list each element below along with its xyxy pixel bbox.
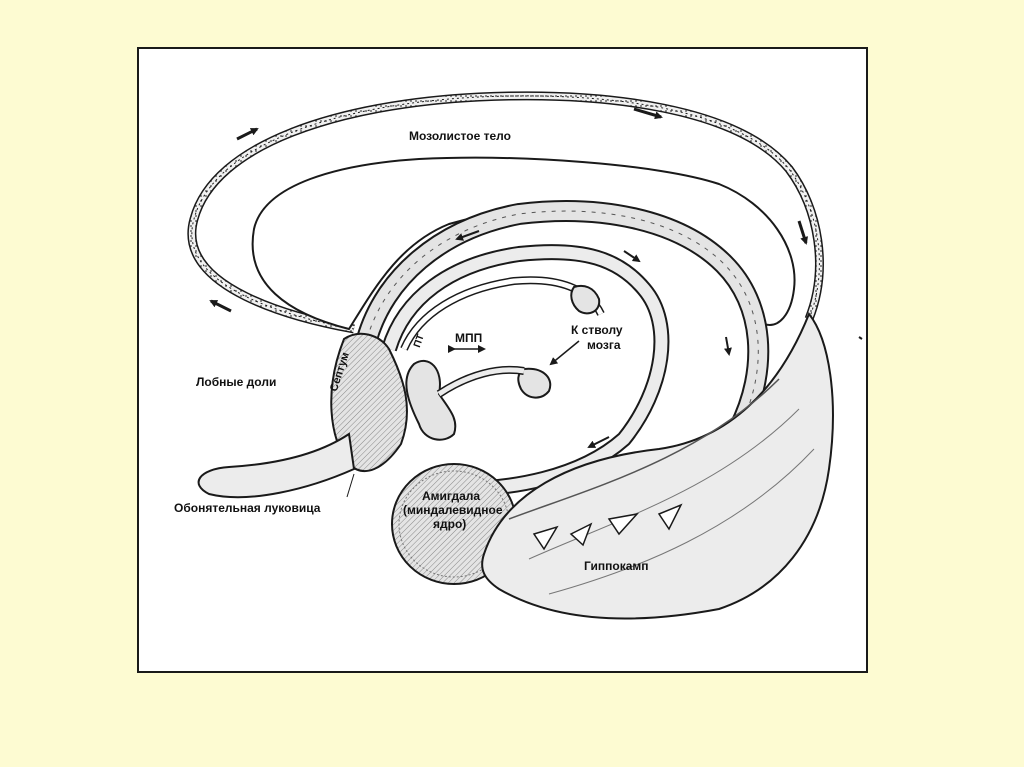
amygdala-label-line2: (миндалевидное: [403, 503, 503, 517]
brainstem-pointer: [549, 340, 580, 366]
brainstem-stub: [570, 284, 601, 315]
amygdala-label-line3: ядро): [433, 517, 467, 531]
to-brainstem-label-line2: мозга: [587, 338, 621, 352]
limbic-system-figure: Мозолистое тело Лобные доли Обонятельная…: [137, 47, 868, 673]
to-brainstem-label-line1: К стволу: [571, 323, 623, 337]
hippocampus-marker: [532, 525, 559, 551]
corner-marker: [858, 336, 863, 340]
flow-arrow: [623, 250, 641, 263]
hippocampus-marker: [657, 503, 683, 531]
olfactory-bulb-label: Обонятельная луковица: [174, 501, 321, 515]
olfactory-leader: [346, 473, 355, 498]
amygdala-label-line1: Амигдала: [422, 489, 481, 503]
hippocampus-marker: [569, 522, 593, 547]
hippocampus-label: Гиппокамп: [584, 559, 649, 573]
flow-arrow: [633, 107, 663, 120]
corpus-callosum-label: Мозолистое тело: [409, 129, 511, 143]
frontal-lobes-label: Лобные доли: [196, 375, 277, 389]
limbic-system-drawing: [187, 91, 863, 620]
mammillary-lobe: [405, 359, 457, 441]
hippocampus: [481, 312, 834, 620]
flow-arrow: [587, 436, 610, 448]
flow-arrow: [724, 336, 732, 356]
brainstem-lobe: [517, 367, 552, 399]
flow-arrow: [236, 127, 259, 141]
flow-arrow: [209, 299, 232, 313]
flow-arrow: [455, 230, 480, 241]
hippocampus-marker: [607, 512, 640, 536]
flow-arrow: [797, 220, 808, 245]
mpp-label: МПП: [455, 331, 483, 345]
olfactory-tract: [197, 432, 356, 499]
